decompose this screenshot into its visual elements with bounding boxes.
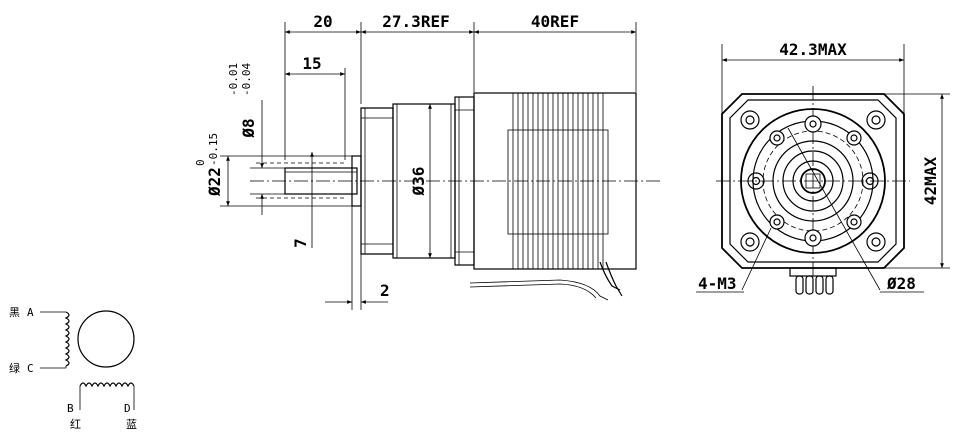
dim-motor-length: 40REF [531, 12, 579, 31]
m3-holes [769, 115, 862, 247]
dim-pilot-length: 2 [380, 281, 390, 300]
motor-wire-3 [469, 279, 609, 301]
dim-flange-height: 42MAX [921, 157, 940, 206]
dim-shaft-length: 20 [313, 12, 332, 31]
gearbox-outer-ring [740, 108, 886, 254]
dim-mount-holes: 4-M3 [698, 274, 737, 293]
motor-body [473, 92, 637, 270]
connector-pins [789, 267, 837, 295]
terminal-d-label: D [124, 402, 131, 415]
dim-bolt-circle: Ø28 [886, 274, 916, 293]
corner-mount-holes [740, 110, 886, 252]
dim-pilot-tol-lower: -0.15 [207, 133, 220, 166]
motor-cooling-fins [507, 93, 609, 269]
motor-wire-1 [599, 261, 621, 291]
rotor-symbol [77, 310, 135, 368]
wire-red-label: 红 [70, 418, 81, 431]
dim-gearbox-length: 27.3REF [382, 12, 449, 31]
dim-flange-width: 42.3MAX [779, 40, 847, 59]
dim-pilot-diameter: Ø22 [205, 167, 224, 197]
dim-shaft-tol-upper: -0.01 [227, 63, 240, 96]
dim-shaft-diameter: Ø8 [239, 118, 258, 138]
shaft-end [800, 168, 826, 194]
dim-flat-depth: 7 [291, 238, 310, 248]
output-shaft [284, 167, 358, 195]
side-view: 20 27.3REF 40REF 15 Ø8 -0.01 -0.04 Ø22 0… [194, 12, 662, 310]
terminal-a-label: A [27, 306, 34, 319]
dim-shaft-tol-lower: -0.04 [240, 63, 253, 96]
coil-phase-2 [79, 382, 135, 388]
terminal-c-label: C [27, 362, 34, 375]
wiring-diagram: 黑 A 绿 C B 红 D 蓝 [9, 306, 137, 431]
coil-phase-1 [64, 311, 70, 367]
wire-green-label: 绿 [9, 361, 20, 375]
dim-pilot-tol-upper: 0 [194, 159, 207, 166]
pilot-ring [772, 140, 854, 222]
wire-blue-label: 蓝 [126, 418, 137, 431]
terminal-b-label: B [67, 402, 74, 415]
dim-flat-length: 15 [302, 54, 321, 73]
wire-black-label: 黑 [9, 306, 20, 319]
front-view: 42.3MAX 42MAX 4-M3 Ø28 [696, 40, 950, 295]
dim-gearbox-diameter: Ø36 [409, 167, 428, 197]
motor-wire-2 [605, 261, 623, 297]
